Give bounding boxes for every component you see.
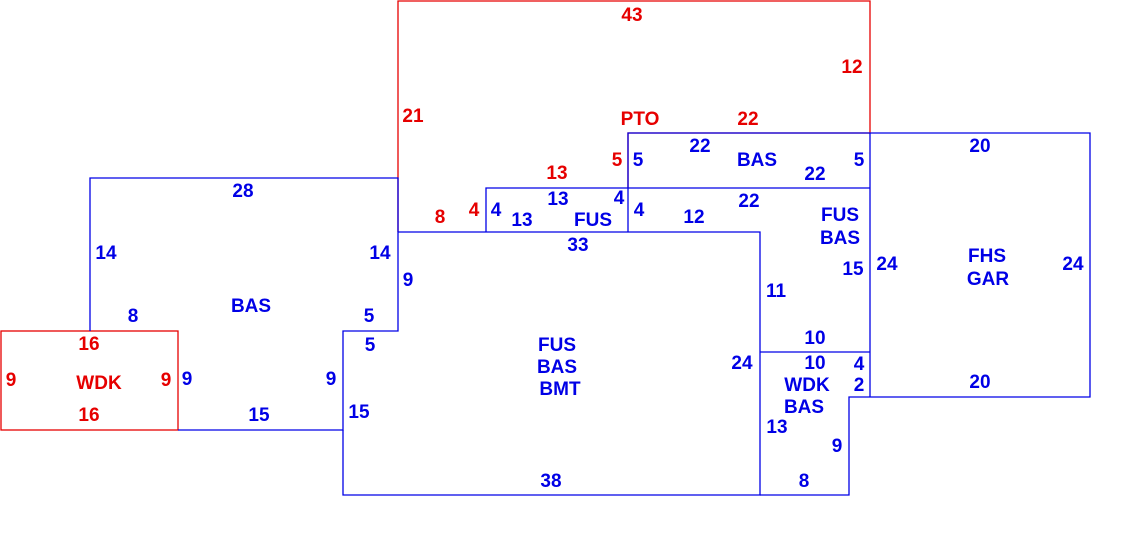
- dim-label: 13: [511, 210, 532, 231]
- dim-label: 38: [540, 471, 561, 492]
- dim-label: 4: [491, 200, 502, 221]
- dim-label: 20: [969, 136, 990, 157]
- dim-label: 28: [232, 181, 253, 202]
- dim-label: 10: [804, 353, 825, 374]
- dim-label: 16: [78, 405, 99, 426]
- dim-label: 13: [766, 417, 787, 438]
- area-code: FUS: [574, 210, 612, 231]
- dim-label: 43: [621, 5, 642, 26]
- area-code: BAS: [784, 397, 824, 418]
- dim-label: 5: [854, 150, 865, 171]
- area-code: FHS: [968, 246, 1006, 267]
- dim-label: 22: [689, 136, 710, 157]
- dim-label: 14: [369, 243, 391, 264]
- dim-label: 20: [969, 372, 990, 393]
- dim-label: 4: [634, 200, 645, 221]
- area-code: PTO: [621, 109, 660, 130]
- area-code: WDK: [76, 373, 122, 394]
- dim-label: 5: [365, 335, 376, 356]
- dim-label: 9: [832, 436, 843, 457]
- wdk-bas-outline: [760, 396, 870, 496]
- dim-label: 4: [469, 200, 480, 221]
- dim-label: 24: [876, 254, 898, 275]
- dim-label: 11: [766, 281, 787, 302]
- dim-label: 2: [854, 375, 865, 396]
- fus-small-outline: [485, 187, 870, 232]
- dim-label: 8: [799, 471, 810, 492]
- dim-label: 22: [804, 164, 825, 185]
- dim-label: 8: [435, 207, 446, 228]
- area-code: BAS: [820, 228, 860, 249]
- dim-label: 5: [364, 306, 375, 327]
- area-code: BAS: [537, 357, 577, 378]
- dim-label: 24: [1062, 254, 1084, 275]
- dim-label: 4: [614, 188, 625, 209]
- dim-label: 5: [612, 150, 623, 171]
- dim-label: 9: [6, 370, 17, 391]
- bas-upper-outline: [627, 132, 1091, 398]
- dim-label: 12: [841, 57, 862, 78]
- dim-label: 14: [95, 243, 117, 264]
- dim-label: 9: [161, 370, 172, 391]
- area-code: BAS: [737, 150, 777, 171]
- area-code: FUS: [538, 335, 576, 356]
- area-code: BMT: [539, 379, 581, 400]
- dim-label: 8: [128, 306, 139, 327]
- dim-label: 24: [731, 353, 753, 374]
- dim-label: 4: [854, 354, 865, 375]
- dim-label: 10: [804, 328, 825, 349]
- dim-label: 15: [842, 259, 864, 280]
- dim-label: 9: [182, 369, 193, 390]
- dim-label: 9: [403, 270, 414, 291]
- area-code: GAR: [967, 269, 1010, 290]
- dim-label: 15: [348, 402, 370, 423]
- dim-label: 15: [248, 405, 270, 426]
- dim-label: 22: [737, 109, 758, 130]
- dim-label: 13: [546, 163, 567, 184]
- dim-label: 9: [326, 369, 337, 390]
- dim-label: 5: [633, 150, 644, 171]
- dim-label: 21: [402, 106, 424, 127]
- dim-label: 12: [683, 207, 704, 228]
- dim-label: 22: [738, 191, 759, 212]
- dim-label: 16: [78, 334, 99, 355]
- area-code: WDK: [784, 375, 830, 396]
- dim-label: 33: [567, 235, 588, 256]
- area-code: BAS: [231, 296, 271, 317]
- dim-label: 13: [547, 189, 568, 210]
- area-code: FUS: [821, 205, 859, 226]
